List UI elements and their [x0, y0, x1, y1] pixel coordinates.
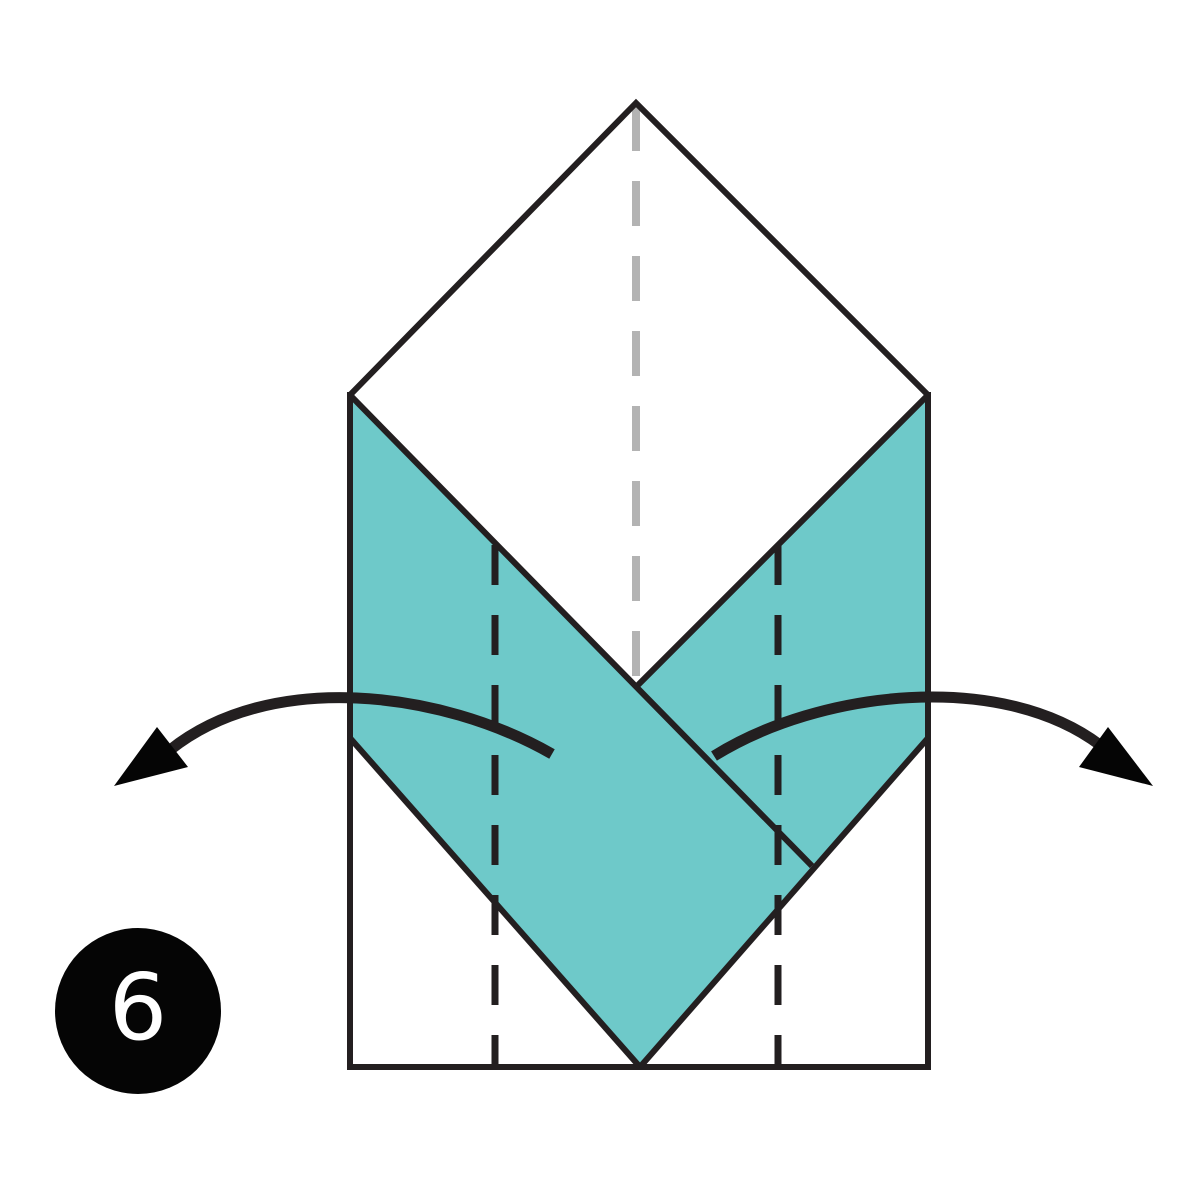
paper-outlines [347, 98, 931, 1070]
step-number: 6 [108, 954, 168, 1061]
right-arrow-icon [711, 691, 1104, 761]
step-number-badge: 6 [55, 928, 221, 1094]
left-colored-flap [350, 395, 812, 1067]
left-arrowhead-icon [114, 727, 188, 786]
left-arrow-icon [166, 692, 555, 759]
valley-fold-lines [491, 545, 782, 1067]
fold-arrows [114, 691, 1153, 786]
right-colored-flap [638, 395, 928, 866]
right-arrowhead-icon [1079, 727, 1153, 786]
